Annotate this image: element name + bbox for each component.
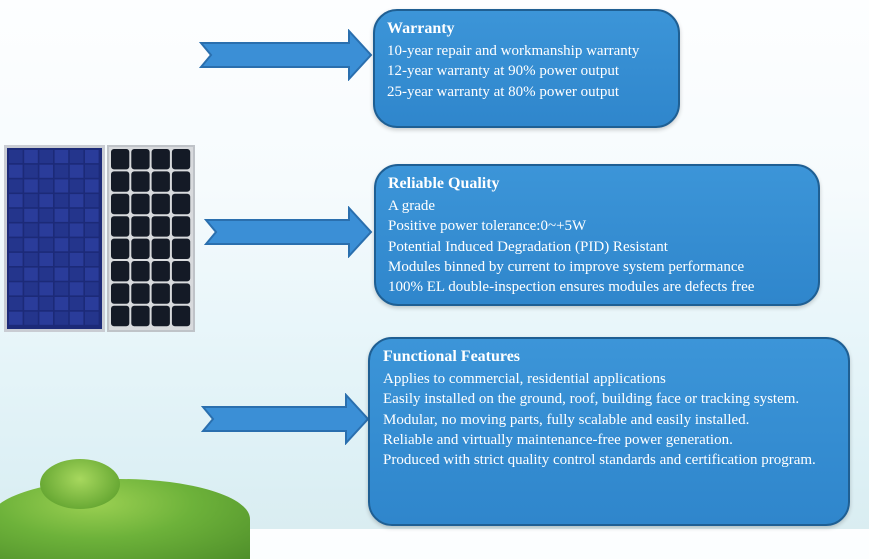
reliable-quality-title: Reliable Quality [388,175,500,192]
monocrystalline-panel-image [107,145,195,332]
polycrystalline-panel-image [4,145,105,332]
warranty-item: 12-year warranty at 90% power output [387,63,620,80]
functional-features-list: Applies to commercial, residential appli… [383,369,838,470]
feature-item: Modular, no moving parts, fully scalable… [383,411,750,428]
quality-item: Potential Induced Degradation (PID) Resi… [388,238,668,255]
feature-item: Reliable and virtually maintenance-free … [383,431,733,448]
functional-features-title: Functional Features [383,348,521,365]
quality-item: Positive power tolerance:0~+5W [388,218,587,235]
right-arrow-icon [201,393,370,445]
warranty-item: 25-year warranty at 80% power output [387,83,620,100]
tree-decoration-top [40,459,120,509]
right-arrow-icon [199,29,373,81]
functional-features-box: Functional Features Applies to commercia… [368,337,850,526]
feature-item: Produced with strict quality control sta… [383,452,816,469]
warranty-box: Warranty 10-year repair and workmanship … [373,9,680,128]
quality-item: 100% EL double-inspection ensures module… [388,279,755,296]
right-arrow-icon [204,206,373,258]
feature-item: Easily installed on the ground, roof, bu… [383,391,800,408]
feature-item: Applies to commercial, residential appli… [383,371,666,387]
warranty-item: 10-year repair and workmanship warranty [387,43,640,59]
warranty-list: 10-year repair and workmanship warranty … [387,41,668,102]
reliable-quality-box: Reliable Quality A grade Positive power … [374,164,820,306]
reliable-quality-list: A grade Positive power tolerance:0~+5W P… [388,196,808,297]
warranty-title: Warranty [387,20,455,37]
tree-decoration [0,479,250,559]
quality-item: Modules binned by current to improve sys… [388,258,745,275]
quality-item: A grade [388,198,436,214]
